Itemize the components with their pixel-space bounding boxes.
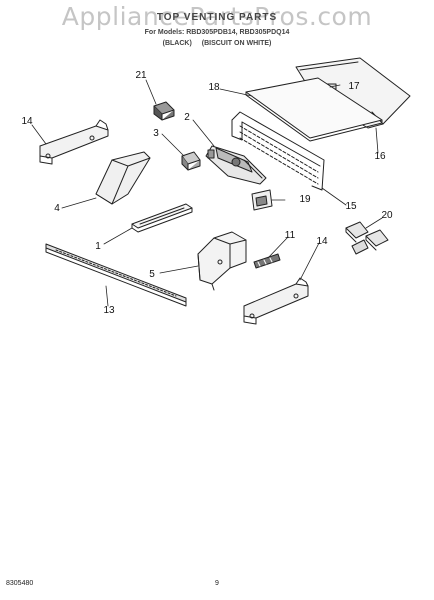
part-14-left-bracket	[39, 119, 109, 165]
callout-21: 21	[135, 70, 147, 81]
color-white: (BISCUIT ON WHITE)	[201, 40, 272, 47]
part-21-connector	[153, 101, 175, 121]
part-1-tray	[131, 203, 193, 233]
callout-15: 15	[345, 201, 357, 212]
footer-code: 8305480	[6, 580, 34, 587]
callout-3: 3	[153, 128, 159, 139]
callout-14b: 14	[316, 236, 328, 247]
callout-13: 13	[103, 305, 115, 316]
callout-14a: 14	[21, 116, 33, 127]
callout-19: 19	[299, 194, 311, 205]
part-20-brackets	[345, 221, 389, 255]
part-2-blower-assembly	[205, 145, 267, 185]
part-5-center-bracket	[197, 231, 247, 291]
models-line: For Models: RBD305PDB14, RBD305PDQ14	[144, 29, 290, 36]
callout-5: 5	[149, 269, 155, 280]
color-line: (BLACK) (BISCUIT ON WHITE)	[0, 40, 434, 47]
color-black: (BLACK)	[162, 40, 192, 47]
part-11-terminal-strip	[253, 253, 281, 269]
part-3-block	[181, 151, 201, 171]
callout-17: 17	[348, 81, 360, 92]
diagram-title: TOP VENTING PARTS	[156, 12, 278, 23]
leader-lines	[31, 79, 383, 307]
callout-16: 16	[374, 151, 386, 162]
part-13-front-trim	[45, 243, 187, 307]
part-18-top-panel	[245, 77, 383, 142]
callout-18: 18	[208, 82, 220, 93]
footer-page: 9	[215, 580, 219, 587]
callout-4: 4	[54, 203, 60, 214]
callout-11: 11	[284, 230, 296, 241]
callout-20: 20	[381, 210, 393, 221]
part-14-right-bracket	[243, 277, 309, 325]
part-19-plate	[251, 189, 273, 211]
callout-2: 2	[184, 112, 190, 123]
callout-1: 1	[95, 241, 101, 252]
watermark: AppliancePartsPros.com	[61, 2, 373, 31]
part-4-duct	[95, 151, 151, 205]
part-15-vent-duct	[231, 111, 325, 191]
